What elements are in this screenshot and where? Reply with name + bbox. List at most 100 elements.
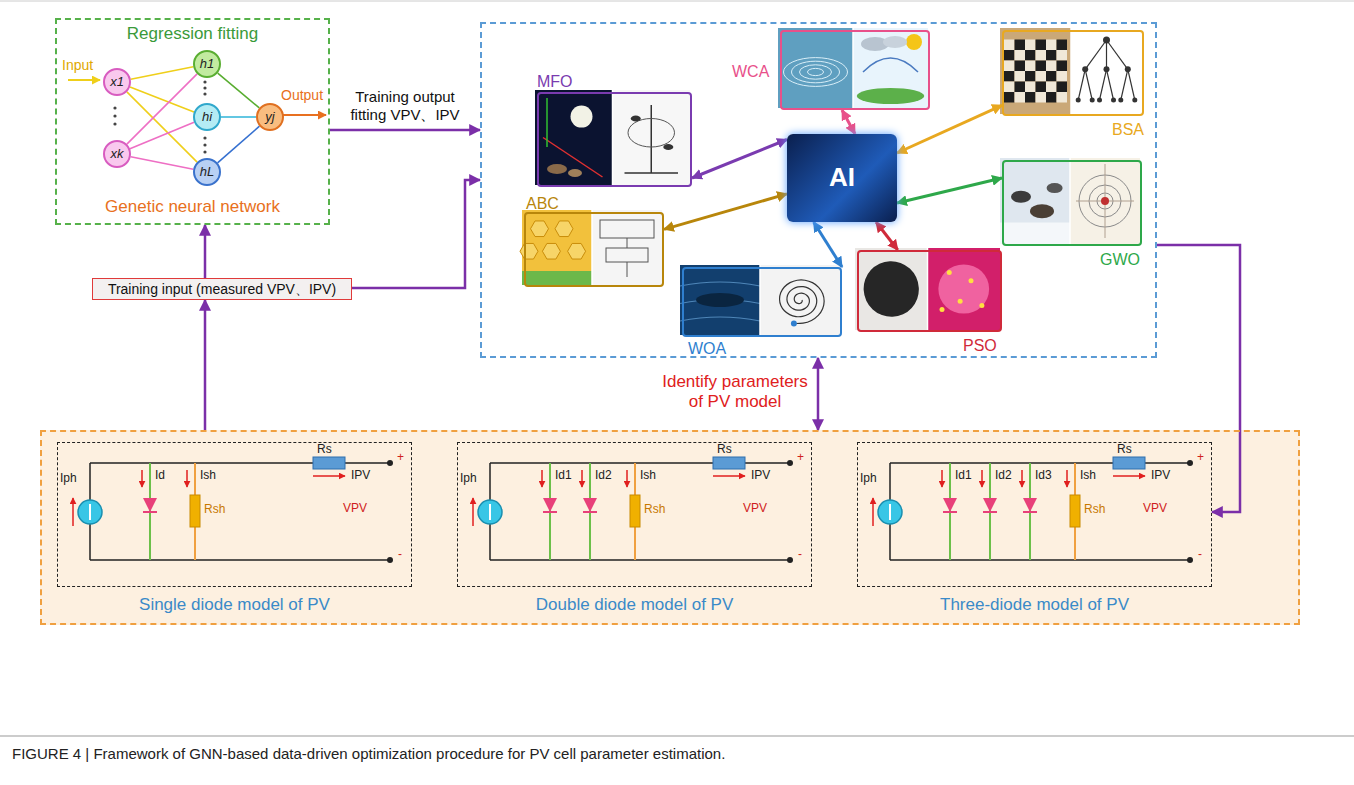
connector bbox=[897, 178, 1002, 203]
neuron-circle: yj bbox=[256, 103, 284, 131]
connector bbox=[204, 225, 207, 278]
node-text: Genetic neural network bbox=[57, 197, 328, 217]
connector bbox=[131, 157, 194, 170]
node-text: WCA bbox=[732, 62, 769, 81]
node-text: hi bbox=[202, 109, 212, 125]
circuit-label: Iph bbox=[860, 472, 877, 486]
node-text: ABC bbox=[526, 194, 559, 213]
neuron-circle: hi bbox=[193, 103, 221, 131]
circuit-label: IPV bbox=[1151, 469, 1170, 483]
connector bbox=[218, 126, 260, 163]
input-arrow bbox=[68, 79, 100, 81]
input-box: Training input (measured VPV、IPV) bbox=[92, 278, 352, 300]
circuit-label: Id1 bbox=[955, 469, 972, 483]
circuit-label: Rs bbox=[1117, 443, 1132, 457]
circuit-label: IPV bbox=[751, 469, 770, 483]
connector bbox=[897, 105, 1002, 153]
connector bbox=[352, 180, 480, 288]
node-text: Double diode model of PV bbox=[458, 595, 811, 615]
neuron-circle: h1 bbox=[193, 50, 221, 78]
connector bbox=[127, 74, 197, 144]
node-text: MFO bbox=[537, 72, 573, 91]
circuit-label: Ish bbox=[640, 469, 656, 483]
algorithm-illustration bbox=[535, 90, 690, 185]
algorithm-illustration bbox=[680, 265, 840, 335]
ellipsis-dot bbox=[113, 106, 116, 109]
algorithm-illustration bbox=[1000, 28, 1142, 114]
algorithm-frame: BSA bbox=[1002, 30, 1144, 116]
algorithm-frame: ABC bbox=[524, 212, 664, 287]
circuit-label: Rsh bbox=[204, 503, 225, 517]
circuit-drawing bbox=[873, 457, 1193, 563]
algorithm-frame: GWO bbox=[1002, 160, 1142, 246]
circuit-label: + bbox=[1197, 451, 1204, 465]
circuit-label: Iph bbox=[60, 472, 77, 486]
connector bbox=[876, 222, 898, 250]
circuit-label: Id bbox=[155, 469, 165, 483]
circuit-label: VPV bbox=[1143, 502, 1167, 516]
circuit-label: Rsh bbox=[1084, 503, 1105, 517]
circuit-label: Rs bbox=[317, 443, 332, 457]
ellipsis-dot bbox=[113, 114, 116, 117]
circuit-label: VPV bbox=[743, 502, 767, 516]
node-text: BSA bbox=[1112, 120, 1144, 139]
algorithm-illustration bbox=[1000, 158, 1140, 244]
circuit-label: + bbox=[797, 451, 804, 465]
connector bbox=[692, 140, 787, 179]
circuit-label: IPV bbox=[351, 469, 370, 483]
io-label: Output bbox=[281, 87, 323, 103]
output-arrow bbox=[283, 114, 326, 116]
caption-rule bbox=[0, 736, 1354, 737]
circuit-label: + bbox=[397, 451, 404, 465]
ellipsis-dot bbox=[203, 150, 206, 153]
circuit-label: Id2 bbox=[995, 469, 1012, 483]
circuit-label: Iph bbox=[460, 472, 477, 486]
ellipsis-dot bbox=[203, 80, 206, 83]
circuit-drawing bbox=[473, 457, 793, 563]
circuit-label: Rsh bbox=[644, 503, 665, 517]
ellipsis-dot bbox=[113, 122, 116, 125]
connector bbox=[130, 122, 194, 148]
node-text: x1 bbox=[110, 74, 124, 90]
node-text: yj bbox=[265, 109, 274, 125]
node-text: Regression fitting bbox=[57, 24, 328, 44]
neuron-circle: xk bbox=[103, 140, 131, 168]
circuit-label: Ish bbox=[200, 469, 216, 483]
edge-label: Training output fitting VPV、IPV bbox=[340, 88, 470, 124]
circuit-drawing bbox=[73, 457, 393, 563]
neuron-circle: hL bbox=[193, 158, 221, 186]
circuit-label: Id1 bbox=[555, 469, 572, 483]
node-text: Training input (measured VPV、IPV) bbox=[108, 281, 336, 298]
algorithm-illustration bbox=[520, 210, 662, 285]
panel-ground bbox=[40, 430, 1300, 625]
algorithm-frame: WOA bbox=[682, 267, 842, 337]
algorithm-frame: PSO bbox=[857, 250, 1002, 332]
connector bbox=[664, 194, 787, 229]
figure-caption: FIGURE 4 | Framework of GNN-based data-d… bbox=[12, 745, 725, 762]
connector bbox=[817, 358, 820, 430]
node-text: h1 bbox=[200, 56, 214, 72]
ai-core: AI bbox=[787, 134, 897, 222]
connector bbox=[204, 300, 207, 430]
circuit-label: - bbox=[398, 548, 402, 562]
ellipsis-dot bbox=[203, 92, 206, 95]
node-text: PSO bbox=[963, 336, 997, 355]
top-rule bbox=[0, 1, 1354, 2]
node-text: hL bbox=[200, 164, 214, 180]
algorithm-frame: WCA bbox=[780, 30, 930, 110]
node-text: AI bbox=[829, 162, 855, 193]
connector bbox=[842, 110, 855, 134]
node-text: WOA bbox=[688, 339, 726, 358]
connector bbox=[330, 129, 480, 132]
algorithm-illustration bbox=[854, 248, 1000, 330]
connector bbox=[814, 222, 842, 267]
circuit-label: VPV bbox=[343, 502, 367, 516]
connector bbox=[131, 67, 194, 80]
circuit-label: Id3 bbox=[1035, 469, 1052, 483]
circuit-label: - bbox=[798, 548, 802, 562]
io-label: Input bbox=[62, 57, 93, 73]
ellipsis-dot bbox=[203, 143, 206, 146]
circuit-label: Id2 bbox=[595, 469, 612, 483]
node-text: GWO bbox=[1100, 250, 1140, 269]
algorithm-panel: MFOWCAAIBSAABCGWOWOAPSO bbox=[480, 22, 1157, 358]
